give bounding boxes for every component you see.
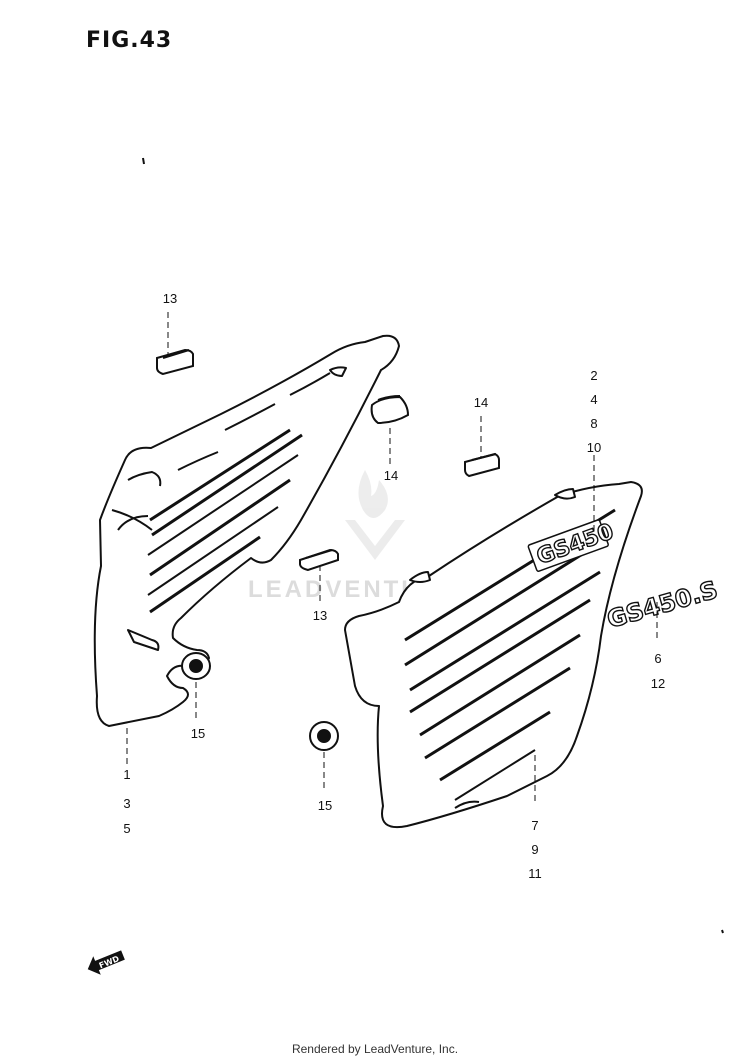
callout-right-cover-7: 7 xyxy=(531,818,539,833)
right-frame-cover xyxy=(344,481,643,828)
callout-emblem-10: 10 xyxy=(586,440,602,455)
part-15-right-grommet xyxy=(309,721,339,751)
watermark-logo xyxy=(345,470,405,560)
part-14-left-rubber xyxy=(370,395,410,425)
left-frame-cover xyxy=(93,334,400,727)
part-13-mid-clip xyxy=(299,548,339,572)
callout-emblem-2: 2 xyxy=(590,368,598,383)
callout-emblem-12: 12 xyxy=(650,676,666,691)
callout-13-mid: 13 xyxy=(312,608,328,623)
figure-title: FIG.43 xyxy=(86,28,173,53)
leader-lines xyxy=(126,312,658,805)
callout-left-cover-3: 3 xyxy=(123,796,131,811)
footer-credit: Rendered by LeadVenture, Inc. xyxy=(291,1042,459,1056)
fwd-arrow-icon: FWD xyxy=(87,950,125,975)
stray-mark xyxy=(142,157,145,165)
callout-13-top: 13 xyxy=(162,291,178,306)
fwd-label: FWD xyxy=(98,954,121,970)
callout-15-left: 15 xyxy=(190,726,206,741)
callout-emblem-6: 6 xyxy=(654,651,662,666)
callout-14-left: 14 xyxy=(383,468,399,483)
callout-left-cover-1: 1 xyxy=(123,767,131,782)
stray-mark xyxy=(721,929,724,934)
part-14-right-clip xyxy=(464,452,500,478)
callout-14-right: 14 xyxy=(473,395,489,410)
callout-emblem-8: 8 xyxy=(590,416,598,431)
emblem-right-badge: GS450.S xyxy=(603,575,721,635)
part-15-left-grommet xyxy=(181,652,211,680)
callout-right-cover-11: 11 xyxy=(528,866,542,881)
emblem-right-text: GS450.S xyxy=(604,576,721,634)
callout-emblem-4: 4 xyxy=(590,392,598,407)
callout-left-cover-5: 5 xyxy=(123,821,131,836)
callout-right-cover-9: 9 xyxy=(531,842,539,857)
part-13-top-clip xyxy=(156,348,194,376)
callout-15-right: 15 xyxy=(317,798,333,813)
